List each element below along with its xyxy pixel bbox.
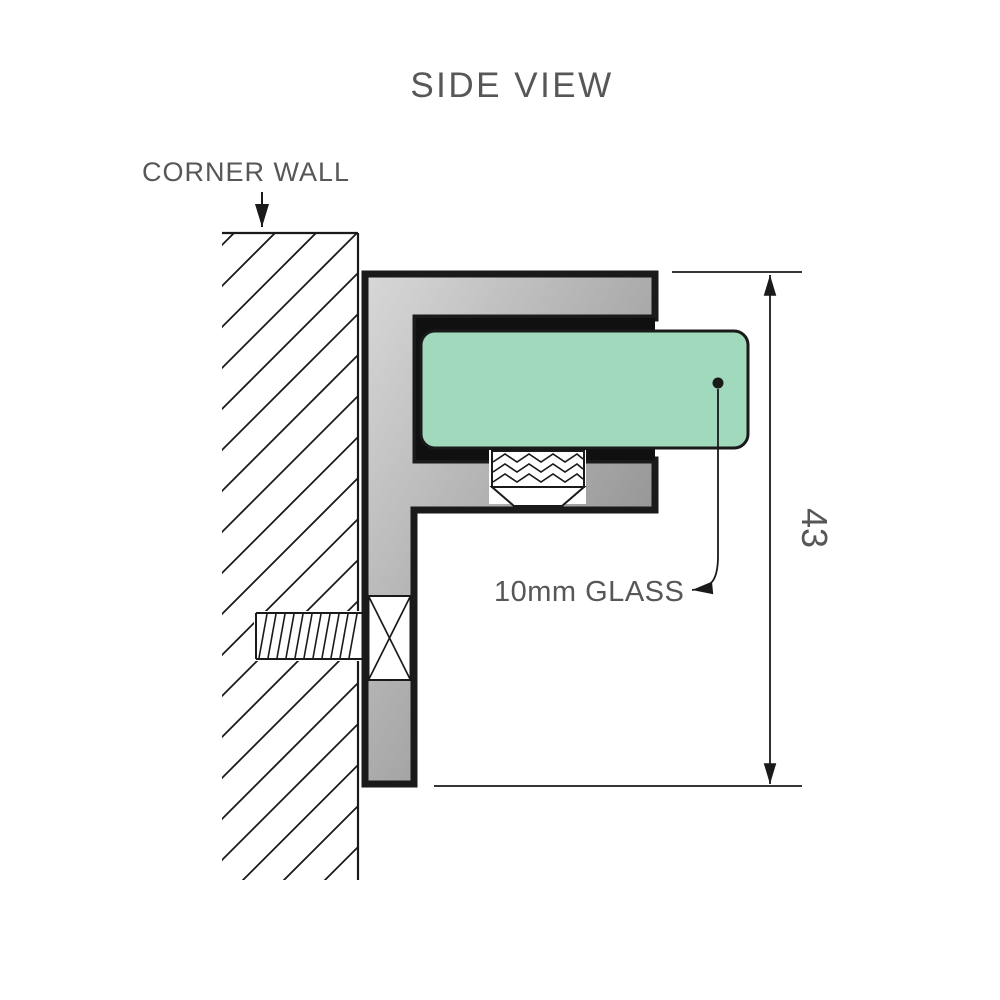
diagram-linework	[222, 192, 802, 880]
grub-screw	[489, 450, 587, 507]
screw-head-cross-line	[367, 595, 412, 681]
corner-wall-label: CORNER WALL	[142, 157, 350, 187]
grub-screw-thread-line	[492, 463, 584, 473]
wall-hatching	[222, 234, 357, 880]
screw-threads	[258, 613, 358, 659]
glass-leader-line	[691, 389, 719, 595]
glass-leader-dot	[712, 377, 724, 389]
grub-screw-thread-line	[492, 473, 584, 483]
page-title: SIDE VIEW	[410, 66, 613, 105]
grub-screw-tip	[489, 486, 587, 507]
grub-screw-thread-line	[492, 453, 584, 463]
dimension-label: 43	[794, 508, 835, 548]
glass-panel	[419, 329, 750, 450]
wall-screw	[254, 595, 412, 681]
glass-label: 10mm GLASS	[494, 576, 684, 608]
